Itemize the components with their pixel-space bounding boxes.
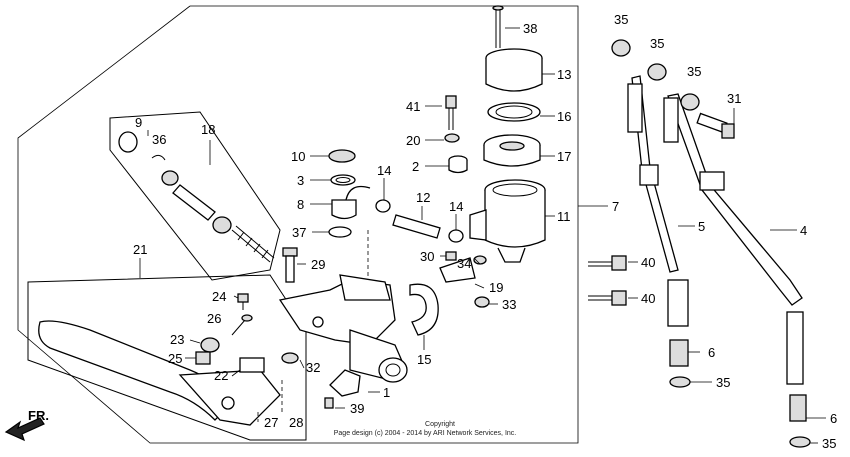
diaphragm-17	[483, 134, 541, 167]
callout-30: 30	[420, 249, 434, 264]
nut-33	[474, 296, 490, 308]
callout-36: 36	[152, 132, 166, 147]
oring-37	[328, 226, 352, 238]
screw-24	[237, 293, 249, 310]
callout-40-a: 40	[641, 255, 655, 270]
hose-12	[392, 214, 441, 239]
callouts: 38 13 16 17 11 7 41 20 2 10 3 8 14 12 14…	[133, 12, 837, 451]
callout-34: 34	[457, 256, 471, 271]
clip-14-left	[375, 199, 391, 213]
washers-35-bottom	[669, 376, 811, 448]
front-arrow-label: FR.	[28, 408, 49, 423]
callout-19: 19	[489, 280, 503, 295]
callout-28: 28	[289, 415, 303, 430]
reservoir-cap-13	[485, 48, 543, 92]
nut-32	[281, 352, 299, 364]
callout-41: 41	[406, 99, 420, 114]
callout-22: 22	[214, 368, 228, 383]
bolt-41	[445, 95, 457, 130]
screw-26	[231, 314, 253, 336]
oring-3	[330, 174, 356, 186]
callout-33: 33	[502, 297, 516, 312]
callout-18: 18	[201, 122, 215, 137]
switch-39	[324, 369, 361, 409]
callout-31: 31	[727, 91, 741, 106]
callout-35-d: 35	[716, 375, 730, 390]
front-arrow-icon	[4, 417, 45, 442]
holder-15	[409, 283, 439, 336]
callout-23: 23	[170, 332, 184, 347]
callout-25: 25	[168, 351, 182, 366]
callout-6-b: 6	[830, 411, 837, 426]
callout-3: 3	[297, 173, 304, 188]
callout-8: 8	[297, 197, 304, 212]
copyright-line-1: Copyright	[425, 421, 455, 428]
bolts-40	[588, 255, 627, 306]
callout-6-a: 6	[708, 345, 715, 360]
lever-21	[38, 320, 281, 426]
callout-32: 32	[306, 360, 320, 375]
piston-set-18	[118, 131, 275, 263]
callout-40-b: 40	[641, 291, 655, 306]
nut-25	[195, 351, 211, 365]
callout-35-e: 35	[822, 436, 836, 451]
hose-4	[663, 93, 804, 385]
callout-14-right: 14	[449, 199, 463, 214]
screw-38	[492, 5, 504, 48]
callout-4: 4	[800, 223, 807, 238]
callout-13: 13	[557, 67, 571, 82]
hose-5	[627, 75, 689, 327]
callout-35-c: 35	[687, 64, 701, 79]
clip-14-right	[448, 229, 464, 243]
callout-11: 11	[557, 209, 571, 224]
callout-12: 12	[416, 190, 430, 205]
leader-lines	[139, 27, 826, 444]
cap-10	[328, 149, 356, 163]
callout-10: 10	[291, 149, 305, 164]
callout-26: 26	[207, 311, 221, 326]
callout-15: 15	[417, 352, 431, 367]
callout-24: 24	[212, 289, 226, 304]
callout-29: 29	[311, 257, 325, 272]
fittings-6	[669, 339, 807, 422]
callout-14-left: 14	[377, 163, 391, 178]
callout-20: 20	[406, 133, 420, 148]
callout-5: 5	[698, 219, 705, 234]
screw-30	[445, 251, 457, 261]
diaphragm-plate-16	[487, 102, 541, 122]
pivot-23	[200, 337, 220, 353]
frame-lines	[17, 5, 579, 444]
callout-7: 7	[612, 199, 619, 214]
washers-35-top	[611, 39, 700, 111]
callout-21: 21	[133, 242, 147, 257]
copyright-line-2: Page design (c) 2004 - 2014 by ARI Netwo…	[334, 430, 517, 437]
grommet-2	[448, 155, 468, 174]
callout-27: 27	[264, 415, 278, 430]
callout-39: 39	[350, 401, 364, 416]
pivot-bolt-29	[282, 247, 298, 283]
callout-9: 9	[135, 115, 142, 130]
callout-16: 16	[557, 109, 571, 124]
collar-22	[239, 357, 265, 373]
reservoir-11	[469, 179, 546, 263]
callout-17: 17	[557, 149, 571, 164]
callout-35-a: 35	[614, 12, 628, 27]
callout-38: 38	[523, 21, 537, 36]
master-cylinder-body-1	[278, 274, 408, 383]
callout-35-b: 35	[650, 36, 664, 51]
bracket-19	[439, 257, 476, 283]
callout-1: 1	[383, 385, 390, 400]
bolt-31	[696, 112, 735, 139]
callout-2: 2	[412, 159, 419, 174]
callout-37: 37	[292, 225, 306, 240]
washer-20	[444, 133, 460, 143]
joint-8	[331, 185, 371, 220]
